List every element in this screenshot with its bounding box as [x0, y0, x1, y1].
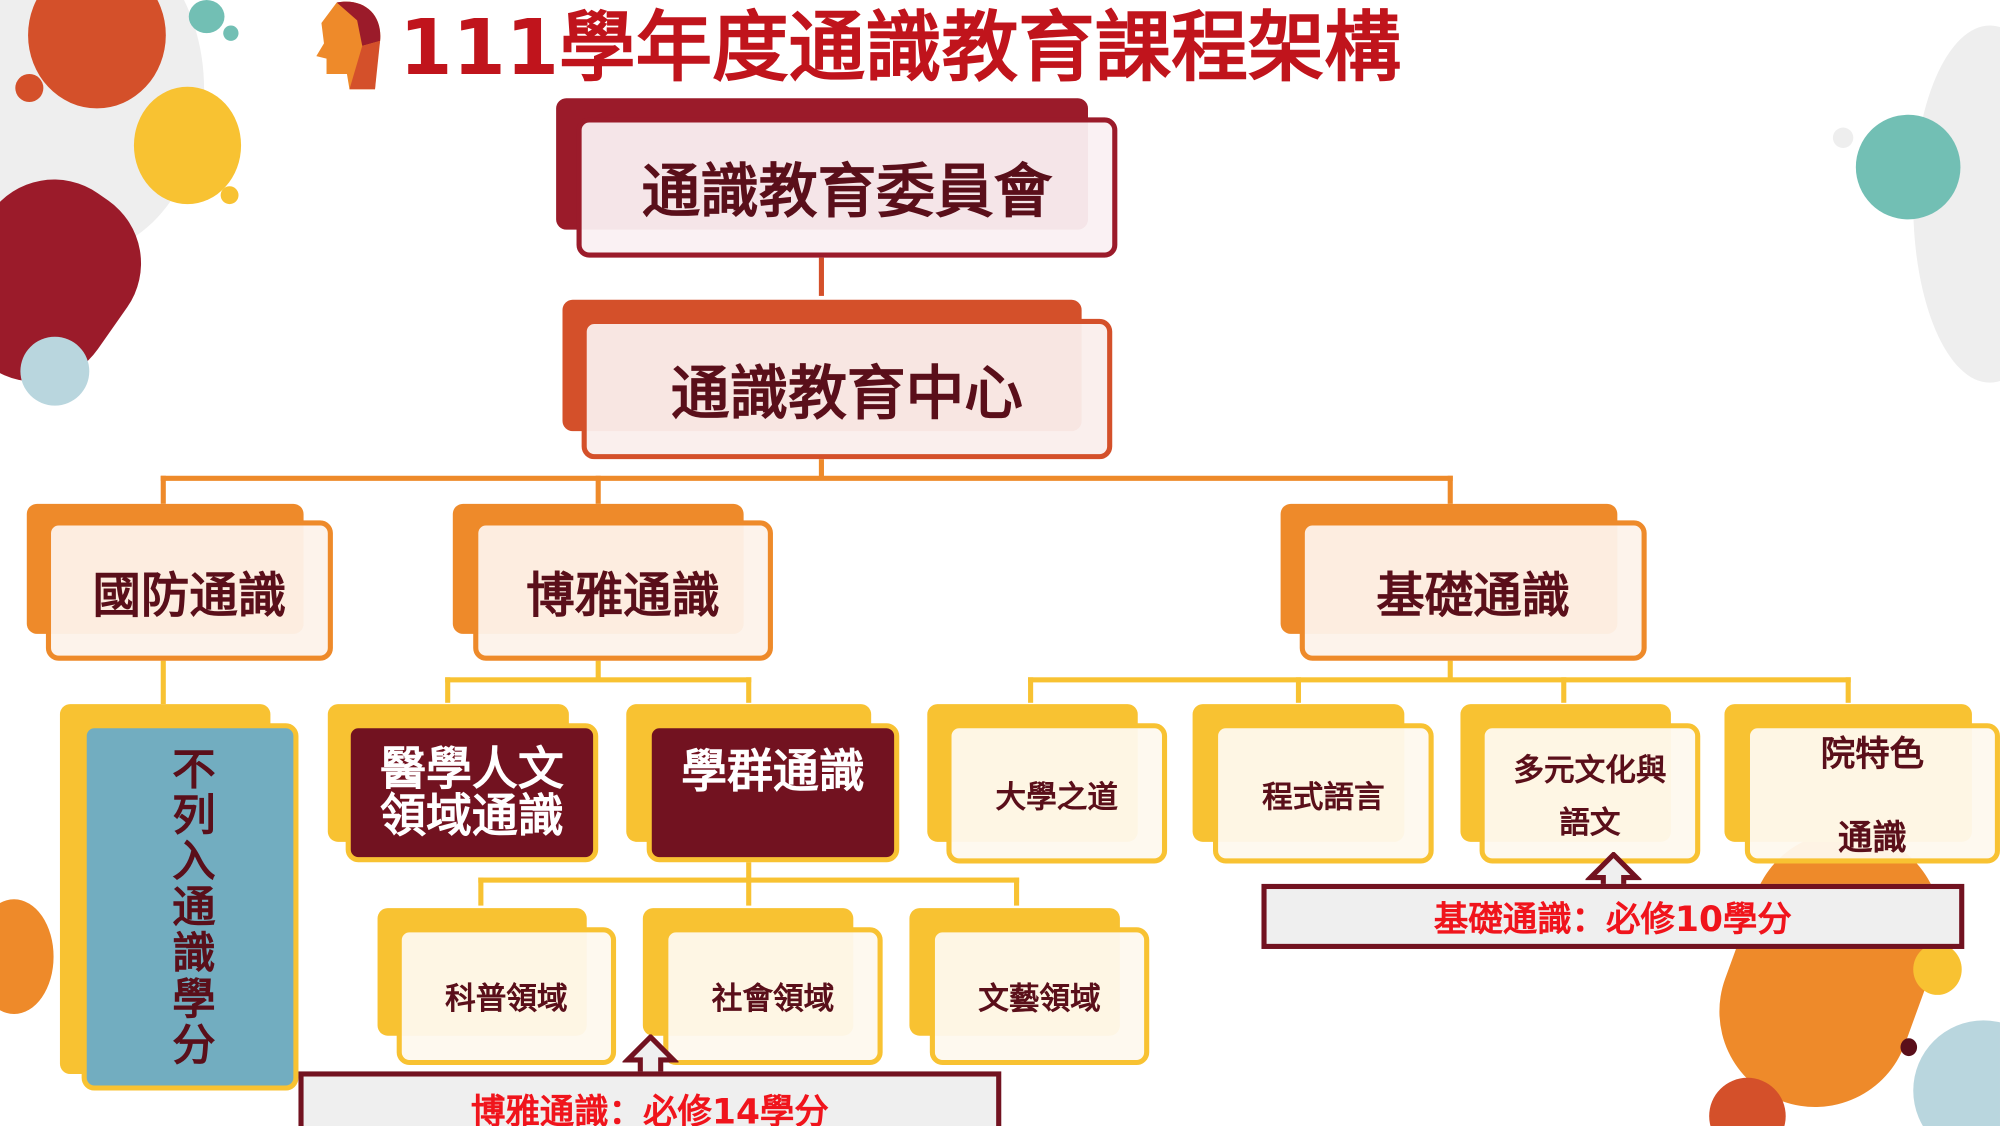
- connector: [160, 660, 166, 705]
- connector: [445, 677, 752, 683]
- node-label: 通識: [1837, 818, 1907, 858]
- connector: [818, 257, 824, 296]
- node-label: 學群通識: [681, 746, 865, 799]
- node-label: 通識教育委員會: [641, 156, 1053, 226]
- node-frame: [473, 520, 773, 661]
- node-frame: [1479, 723, 1701, 864]
- decor-circle: [220, 186, 239, 205]
- connector: [160, 475, 166, 504]
- decor-circle: [1913, 943, 1962, 995]
- node-frame: [45, 520, 333, 661]
- node-label: 大學之道: [995, 778, 1118, 815]
- connector: [1295, 677, 1302, 703]
- node-label: 通識教育中心: [670, 358, 1023, 428]
- connector: [818, 459, 824, 480]
- connector: [1447, 660, 1453, 682]
- decor-circle: [223, 25, 239, 41]
- node-frame: [929, 927, 1150, 1066]
- connector: [445, 677, 451, 703]
- decor-circle: [1832, 127, 1854, 148]
- decor-circle: [188, 0, 225, 34]
- basic-credit-note: 基礎通識：必修10學分: [1261, 883, 1965, 949]
- node-frame: [576, 117, 1118, 258]
- node-label: 基礎通識: [1376, 566, 1571, 624]
- node-label: 博雅通識: [526, 566, 721, 624]
- connector: [1028, 677, 1034, 703]
- node-label: 程式語言: [1262, 778, 1385, 815]
- connector: [746, 877, 752, 906]
- decor-circle: [1900, 1038, 1918, 1057]
- decor-circle: [15, 73, 44, 103]
- node-label: 多元文化與: [1513, 751, 1667, 788]
- decor-circle: [20, 336, 90, 406]
- node-frame: [663, 927, 883, 1066]
- node-label: 國防通識: [92, 566, 287, 624]
- decor-circle: [1855, 114, 1961, 220]
- connector: [595, 660, 601, 682]
- connector: [746, 677, 752, 703]
- connector: [595, 475, 601, 504]
- arrow-up-icon: [622, 1034, 679, 1077]
- connector: [478, 877, 484, 906]
- node-label: 科普領域: [445, 980, 568, 1016]
- connector: [746, 862, 752, 883]
- node-frame: [581, 318, 1113, 460]
- node-label: 領域通識: [380, 790, 564, 844]
- connector: [1028, 677, 1851, 683]
- connector: [1845, 677, 1851, 703]
- node-frame: [1299, 520, 1647, 661]
- connector: [1447, 475, 1453, 504]
- node-frame: [1744, 723, 2000, 864]
- node-frame: [1213, 723, 1434, 864]
- page-title: 111學年度通識教育課程架構: [399, 3, 1401, 93]
- decor-circle: [1913, 1020, 2000, 1126]
- node-frame: [646, 723, 900, 863]
- node-frame: [81, 723, 299, 1091]
- decor-circle: [1957, 197, 1989, 229]
- node-label: 社會領域: [711, 980, 835, 1016]
- arrow-up-icon: [1585, 852, 1642, 891]
- liberal-credit-note: 博雅通識：必修14學分: [298, 1071, 1002, 1126]
- connector: [1014, 877, 1020, 906]
- node-label: 醫學人文: [380, 743, 564, 796]
- decor-circle: [0, 899, 54, 1015]
- node-label: 文藝領域: [978, 980, 1101, 1016]
- connector: [1561, 677, 1567, 703]
- decor-circle: [133, 86, 242, 205]
- node-label: 語文: [1559, 804, 1621, 840]
- head-icon: [316, 1, 381, 90]
- node-frame: [396, 927, 617, 1066]
- connector: [160, 475, 1453, 481]
- node-label: 院特色: [1820, 734, 1925, 774]
- node-frame: [345, 723, 599, 863]
- node-label: 不列入通識學分: [163, 746, 215, 1068]
- node-frame: [946, 723, 1168, 864]
